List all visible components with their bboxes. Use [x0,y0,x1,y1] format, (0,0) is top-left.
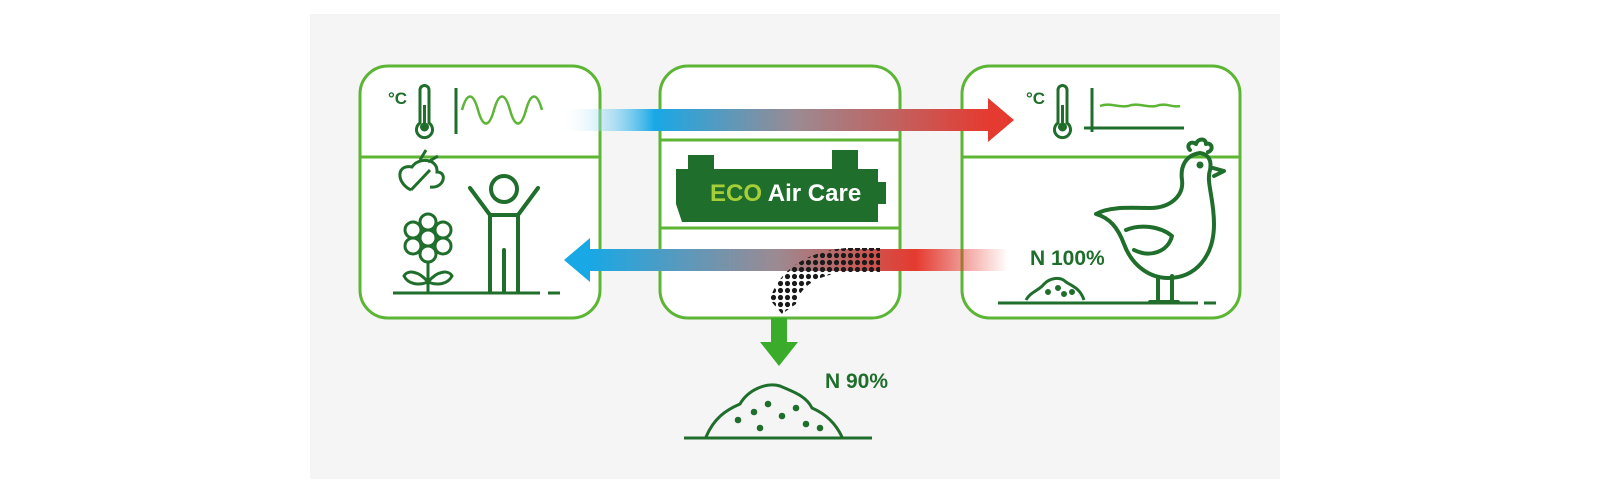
person-icon [468,174,540,294]
temperature-wave-chart-icon [454,88,544,134]
manure-pile-icon [684,383,872,440]
nitrogen-out-label: N 90% [825,370,889,393]
eco-air-care-machine [676,150,886,222]
right-panel [960,64,1242,320]
thermometer-icon [1053,84,1072,140]
machine-brand-label: ECO Air Care [710,182,861,206]
heat-exchange-arrow-icon [560,98,1014,142]
brand-rest: Air Care [762,180,862,207]
manure-pile-icon [1024,276,1086,301]
celsius-label-right: °C [1026,89,1045,108]
temperature-flat-chart-icon [1084,88,1184,132]
flower-icon [402,212,454,292]
brand-highlight: ECO [710,180,763,207]
particle-stream [770,248,880,314]
nitrogen-in-label: N 100% [1030,247,1105,270]
return-air-arrow-icon [564,238,1008,282]
celsius-label: °C [388,89,407,108]
thermometer-icon [415,84,434,140]
butterfly-icon [398,149,445,192]
down-arrow-icon [760,318,798,366]
